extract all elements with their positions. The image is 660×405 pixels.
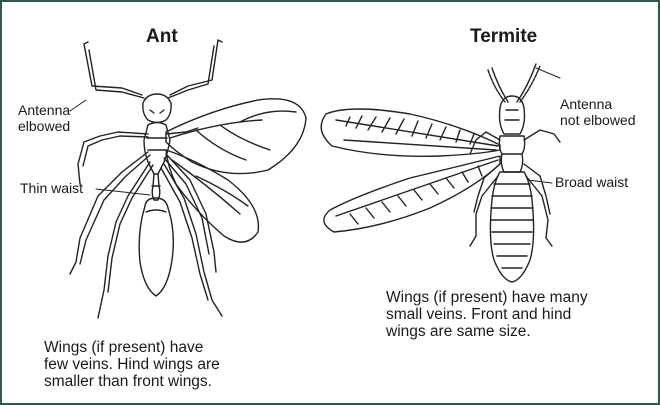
termite-antenna-label: Antenna not elbowed [560, 96, 636, 128]
ant-waist [152, 174, 160, 200]
termite-antenna-pointer [536, 68, 560, 78]
ant-antenna-label: Antenna elbowed [18, 102, 70, 134]
termite-leg-front-right [524, 130, 560, 142]
ant-gaster [139, 198, 173, 296]
termite-antenna-right [520, 66, 540, 102]
ant-antenna-right-inner [168, 46, 214, 98]
termite-caption: Wings (if present) have many small veins… [386, 289, 588, 340]
ant-leg-front-left [78, 132, 148, 184]
termite-drawing [321, 64, 560, 282]
ant-waist-label: Thin waist [20, 180, 83, 196]
termite-antenna-left [488, 70, 505, 102]
termite-waist-label: Broad waist [555, 174, 628, 190]
ant-antenna-pointer [70, 100, 86, 111]
ant-drawing [70, 40, 306, 318]
ant-front-wing [166, 99, 306, 174]
ant-head [143, 94, 171, 123]
termite-hind-wing [324, 156, 500, 232]
ant-antenna-left-inner [89, 50, 144, 98]
ant-leg-hind-left [98, 162, 150, 318]
ant-waist-pointer [96, 189, 150, 195]
ant-caption: Wings (if present) have few veins. Hind … [44, 339, 220, 390]
termite-title: Termite [470, 26, 537, 48]
termite-thorax [499, 136, 524, 154]
termite-abdomen [490, 172, 533, 282]
ant-title: Ant [146, 26, 178, 48]
ant-hind-wing [166, 150, 258, 242]
termite-leg-mid-left [474, 164, 500, 212]
